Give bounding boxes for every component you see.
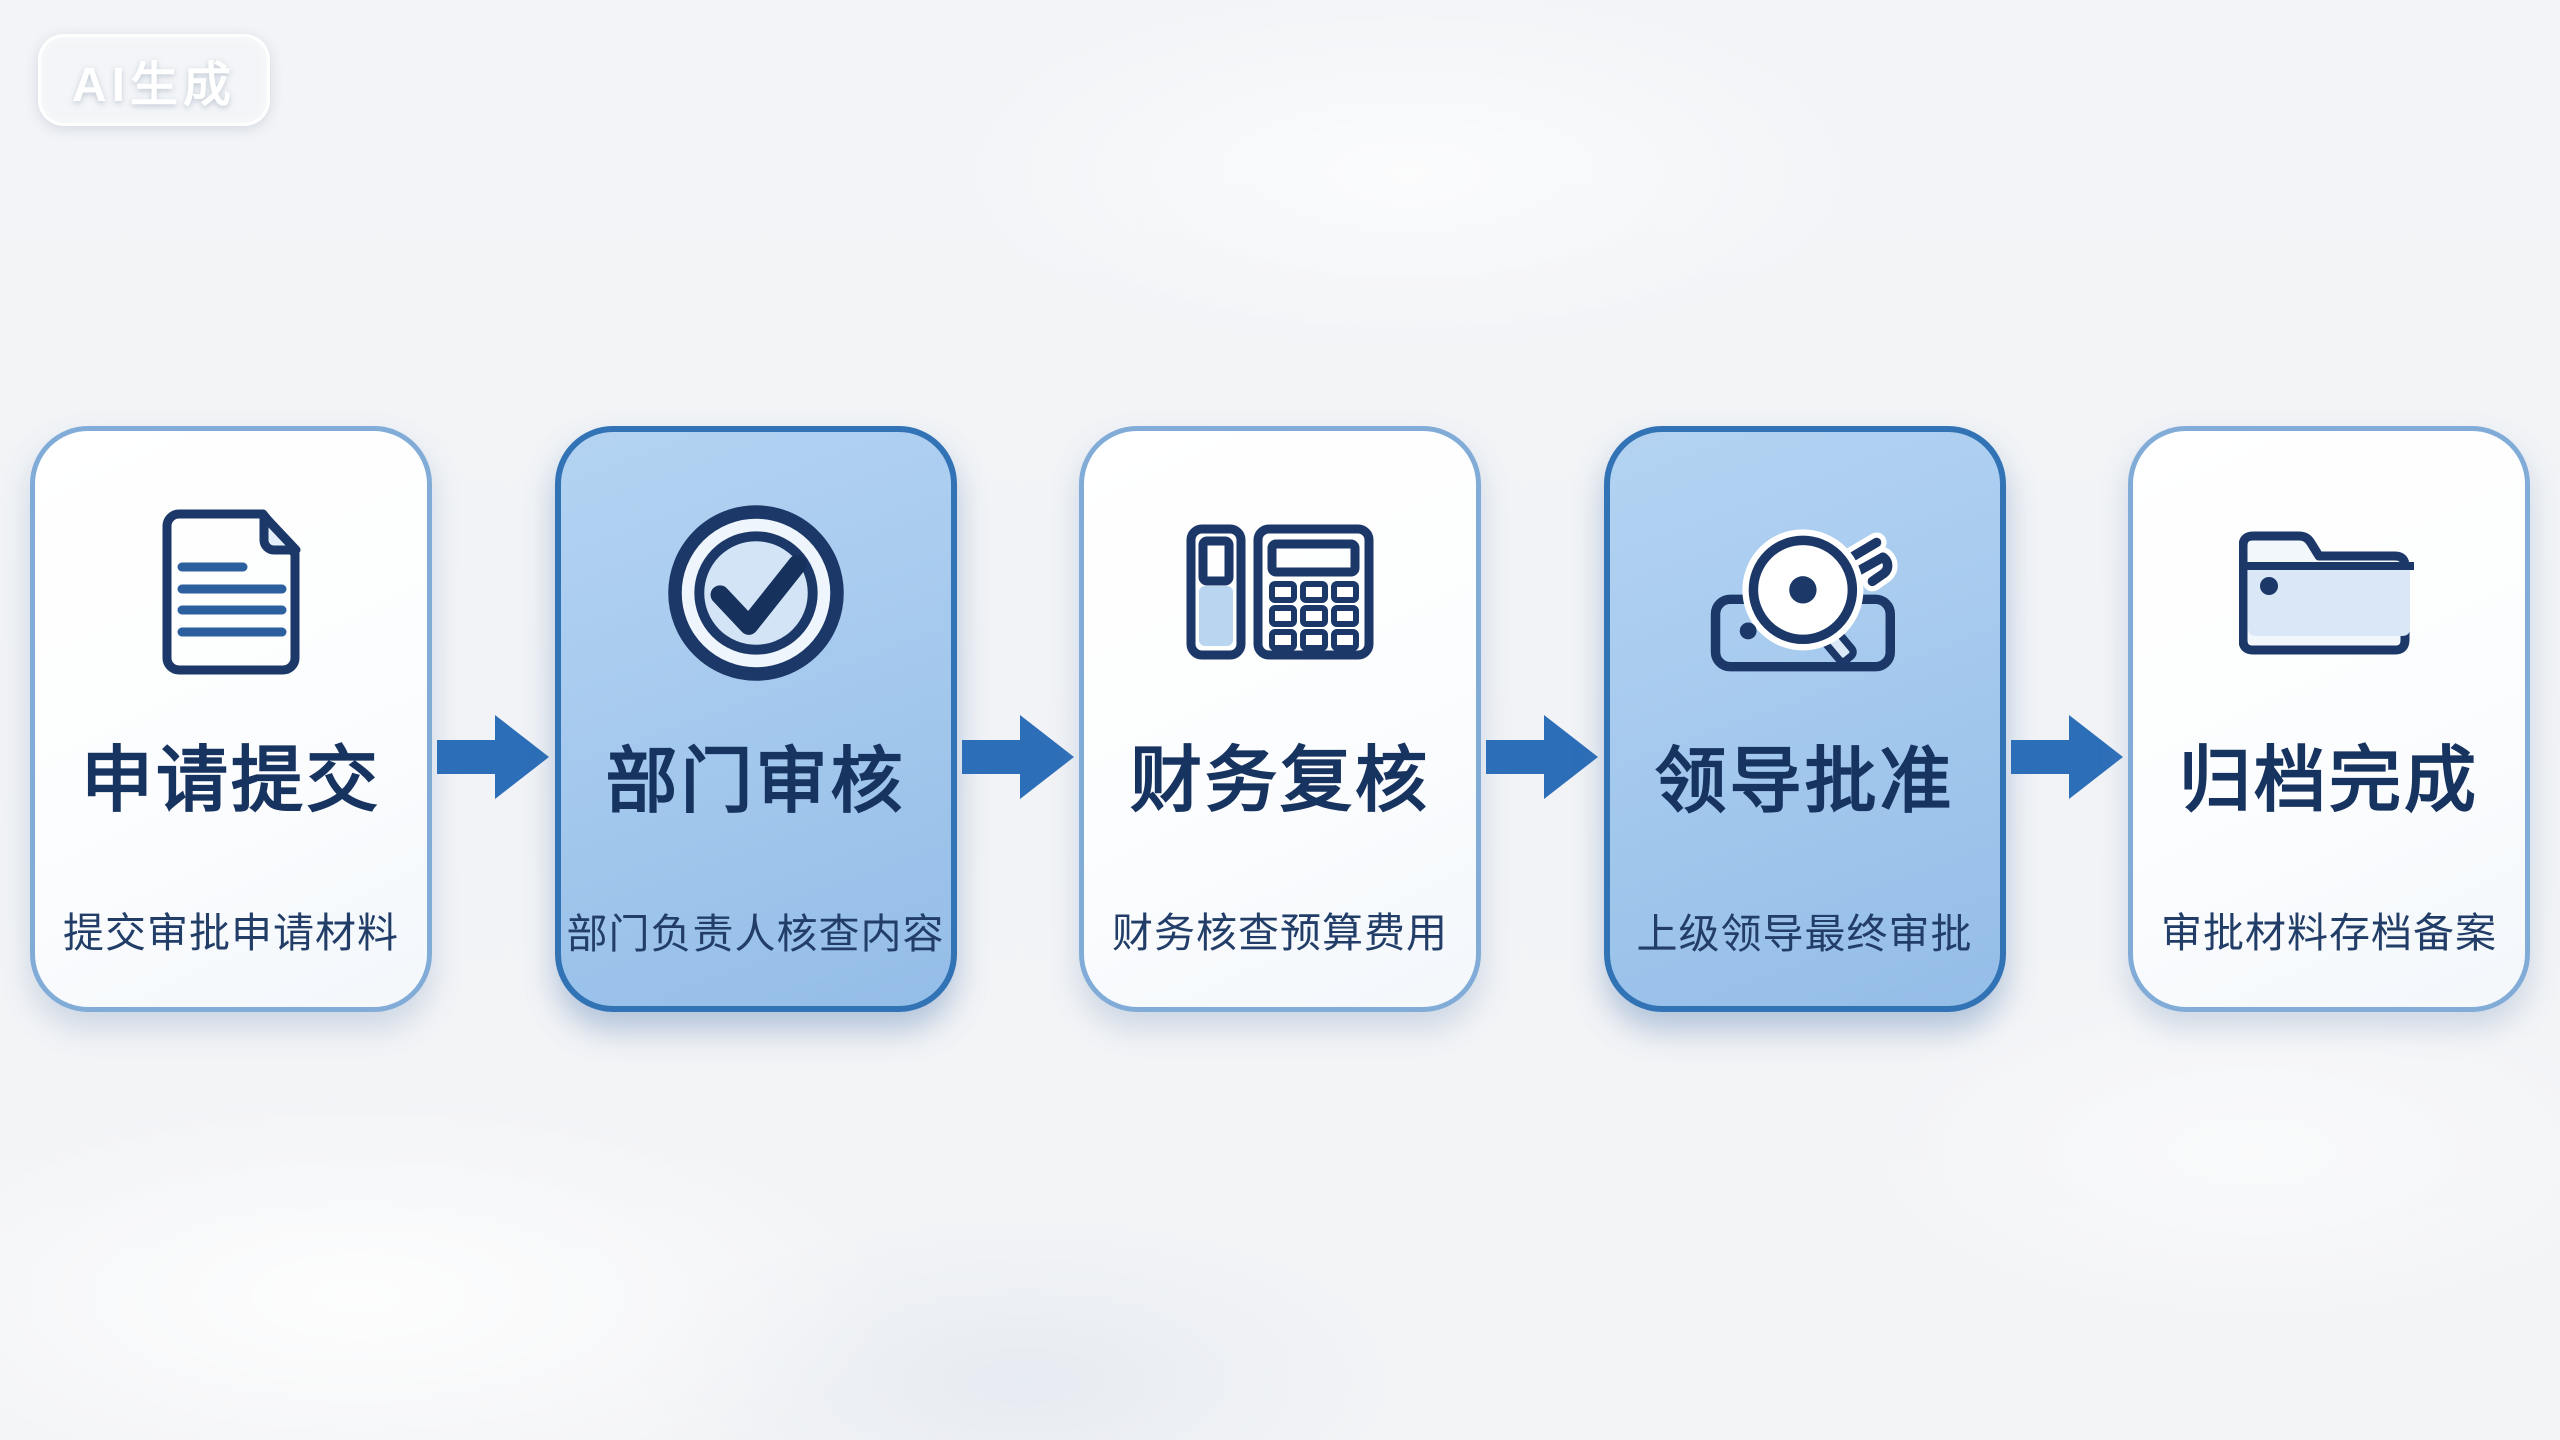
document-icon (155, 497, 307, 687)
step-title: 申请提交 (80, 741, 381, 821)
ai-generated-watermark: AI生成 (38, 34, 270, 126)
step-subtitle: 部门负责人核查内容 (566, 910, 945, 957)
step-subtitle: 审批材料存档备案 (2161, 909, 2497, 956)
calculator-icon (1185, 497, 1375, 687)
check-circle-icon (666, 498, 846, 688)
step-subtitle: 提交审批申请材料 (63, 909, 399, 956)
flow-step-card-5: 归档完成 审批材料存档备案 (2128, 426, 2530, 1012)
flow-step-card-1: 申请提交 提交审批申请材料 (30, 426, 432, 1012)
step-subtitle: 财务核查预算费用 (1112, 909, 1448, 956)
flow-arrow (432, 426, 555, 801)
flow-step-card-3: 财务复核 财务核查预算费用 (1079, 426, 1481, 1012)
flow-arrow (2006, 426, 2129, 801)
flow-arrow (957, 426, 1080, 801)
step-title: 领导批准 (1654, 742, 1955, 822)
right-arrow-icon (1486, 715, 1599, 799)
stamp-icon (1710, 498, 1900, 688)
step-subtitle: 上级领导最终审批 (1636, 910, 1973, 957)
step-title: 归档完成 (2178, 741, 2479, 821)
approval-flowchart: 申请提交 提交审批申请材料 部门审核 部门负责人核查内容 (30, 426, 2530, 1012)
right-arrow-icon (961, 715, 1074, 799)
folder-icon (2239, 497, 2419, 687)
flow-arrow (1481, 426, 1604, 801)
step-title: 财务复核 (1129, 741, 1430, 821)
flow-step-card-2: 部门审核 部门负责人核查内容 (554, 426, 957, 1012)
right-arrow-icon (2010, 715, 2123, 799)
step-title: 部门审核 (605, 742, 906, 822)
flow-step-card-4: 领导批准 上级领导最终审批 (1603, 426, 2006, 1012)
watermark-label: AI生成 (71, 59, 236, 112)
right-arrow-icon (437, 715, 550, 799)
